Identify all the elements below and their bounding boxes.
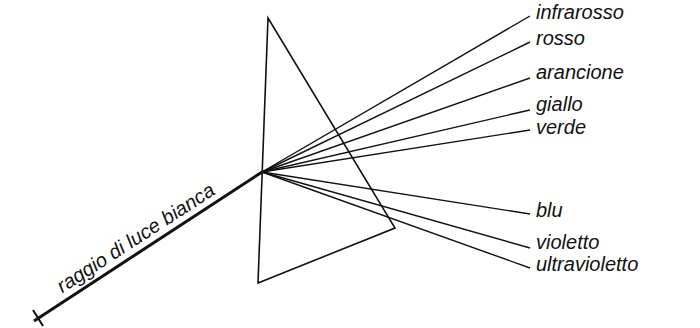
infrared-ray [262, 16, 530, 172]
prism [258, 18, 395, 283]
ray-label: raggio di luce bianca [53, 179, 218, 296]
ultraviolet-ray [262, 172, 530, 268]
blue-ray [262, 172, 530, 214]
spectrum-label: infrarosso [536, 2, 624, 22]
spectrum-label: blu [536, 200, 563, 220]
yellow-ray [262, 110, 530, 172]
spectrum-label: giallo [536, 94, 583, 114]
green-ray [262, 130, 530, 172]
ray-tick [33, 310, 43, 326]
red-ray [262, 42, 530, 172]
spectrum-label: ultravioletto [536, 254, 638, 274]
spectrum-label: verde [536, 117, 586, 137]
spectrum-label: rosso [536, 28, 585, 48]
spectrum-label: violetto [536, 232, 599, 252]
violet-ray [262, 172, 530, 248]
white-light-ray [34, 172, 262, 321]
spectrum-label: arancione [536, 62, 624, 82]
orange-ray [262, 78, 530, 172]
